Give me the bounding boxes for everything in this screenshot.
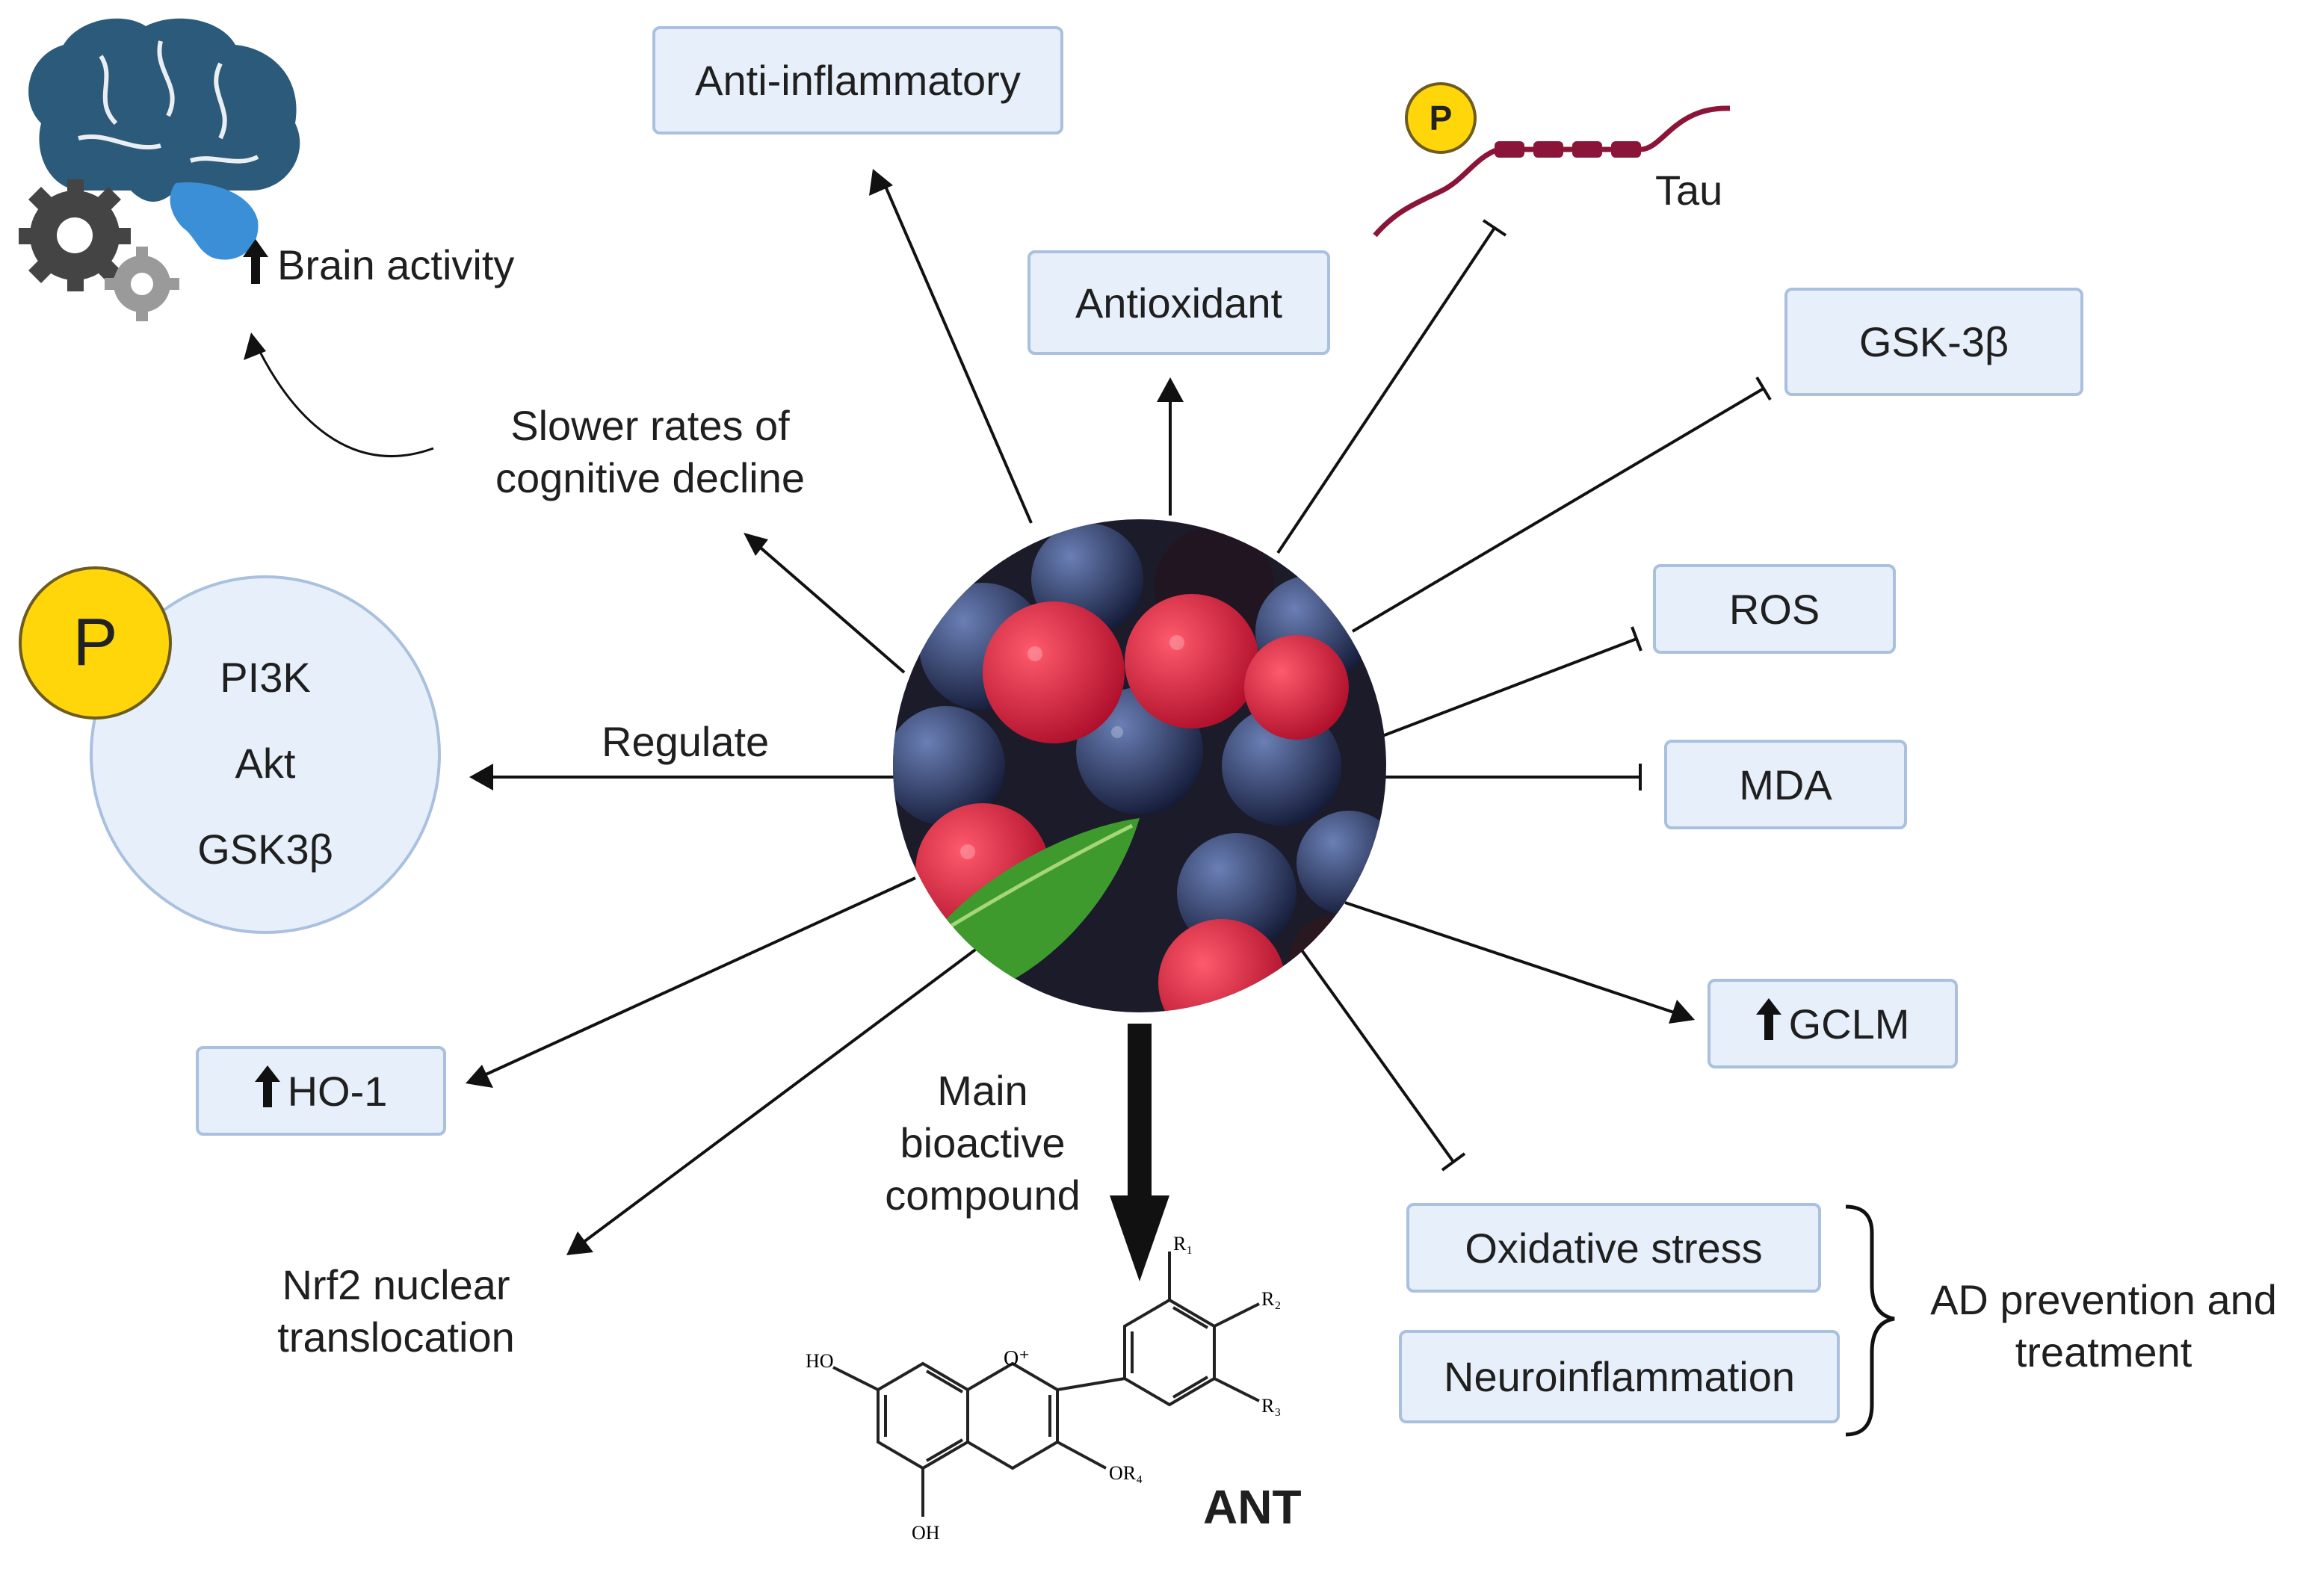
box-neuroinflammation: Neuroinflammation — [1399, 1330, 1840, 1423]
label-ad-prevention: AD prevention and treatment — [1913, 1274, 2294, 1379]
box-ho1: HO-1 — [196, 1046, 446, 1136]
pathway-gsk3b: GSK3β — [197, 826, 333, 873]
inhibit-gsk3b — [1351, 387, 1765, 633]
label-brain-activity: Brain activity — [243, 239, 514, 296]
main-arrow-shaft — [1128, 1024, 1152, 1203]
pathway-phospho-label: P — [72, 605, 118, 680]
tau-phospho-badge: P — [1405, 82, 1477, 154]
arrow-gclm — [1344, 901, 1686, 1018]
arrowhead-nrf2 — [566, 1231, 593, 1255]
box-gsk3b: GSK-3β — [1784, 288, 2083, 396]
label-ros: ROS — [1728, 585, 1820, 633]
curve-to-brain — [253, 339, 434, 457]
mol-or4: OR₄ — [1109, 1462, 1143, 1484]
ad-prevention-line-2: treatment — [2015, 1328, 2192, 1376]
inhibit-tau-bar — [1482, 219, 1507, 237]
label-oxidative-stress: Oxidative stress — [1465, 1224, 1763, 1272]
ad-brace — [1845, 1204, 1895, 1437]
slower-line-1: Slower rates of — [510, 402, 790, 449]
arrow-nrf2 — [572, 940, 988, 1251]
arrowhead-brain — [244, 332, 266, 360]
ho1-up-arrow-icon — [254, 1065, 280, 1117]
box-antioxidant: Antioxidant — [1027, 250, 1330, 355]
nrf2-line-1: Nrf2 nuclear — [282, 1261, 510, 1308]
label-gsk3b: GSK-3β — [1858, 318, 2009, 365]
mol-o-plus: O⁺ — [1004, 1347, 1030, 1370]
label-antioxidant: Antioxidant — [1075, 279, 1283, 327]
arrow-slower-decline — [750, 538, 906, 674]
arrow-anti-inflammatory — [880, 176, 1033, 524]
label-slower-decline: Slower rates of cognitive decline — [448, 400, 852, 504]
inhibit-gsk3b-bar — [1755, 376, 1772, 401]
box-oxidative-stress: Oxidative stress — [1406, 1203, 1821, 1293]
main-line-1: Main — [937, 1067, 1028, 1114]
label-ho1: HO-1 — [287, 1067, 388, 1115]
box-mda: MDA — [1664, 740, 1907, 829]
ad-prevention-line-1: AD prevention and — [1930, 1276, 2277, 1323]
tau-protein-icon — [1373, 105, 1730, 238]
label-anti-inflammatory: Anti-inflammatory — [695, 57, 1021, 104]
label-mda: MDA — [1739, 761, 1832, 808]
box-anti-inflammatory: Anti-inflammatory — [652, 26, 1063, 134]
mol-r3: R₃ — [1261, 1395, 1281, 1417]
up-arrow-icon — [1755, 997, 1781, 1050]
label-gclm: GCLM — [1788, 1000, 1910, 1048]
arrowhead-ho1 — [466, 1065, 493, 1088]
slower-line-2: cognitive decline — [495, 454, 806, 501]
main-line-3: compound — [885, 1172, 1081, 1219]
mol-r1: R₁ — [1173, 1233, 1193, 1254]
box-ros: ROS — [1653, 564, 1896, 654]
label-main-compound: Main bioactive compound — [859, 1065, 1106, 1222]
label-ant: ANT — [1203, 1480, 1302, 1534]
nrf2-line-2: translocation — [277, 1314, 515, 1361]
tau-phospho-label: P — [1429, 99, 1453, 137]
brain-activity-text: Brain activity — [277, 241, 515, 288]
label-nrf2: Nrf2 nuclear translocation — [232, 1259, 560, 1364]
inhibit-oxidative-bar — [1441, 1152, 1466, 1172]
label-tau: Tau — [1655, 167, 1723, 214]
label-neuroinflammation: Neuroinflammation — [1444, 1353, 1795, 1400]
brain-up-arrow-icon — [243, 239, 268, 296]
mol-ho: HO — [806, 1350, 834, 1372]
mol-oh: OH — [912, 1522, 940, 1544]
arrowhead-anti-inflammatory — [869, 169, 893, 196]
arrowhead-gclm — [1669, 1000, 1695, 1024]
anthocyanin-structure-icon: R₁ R₂ R₃ HO OH OR₄ O⁺ — [806, 1233, 1281, 1544]
label-regulate: Regulate — [602, 718, 770, 765]
pathway-akt: Akt — [235, 740, 296, 787]
berries-image — [893, 519, 1386, 1012]
brain-gears-icon — [19, 18, 300, 321]
box-gclm: GCLM — [1708, 979, 1958, 1068]
inhibit-oxidative — [1295, 941, 1455, 1163]
arrowhead-slower — [744, 533, 768, 556]
main-arrow-head — [1110, 1195, 1169, 1281]
main-line-2: bioactive — [900, 1119, 1066, 1166]
arrow-ho1 — [474, 876, 916, 1081]
inhibit-ros-bar — [1631, 626, 1642, 652]
inhibit-ros — [1382, 637, 1637, 737]
arrowhead-antioxidant — [1157, 377, 1184, 402]
arrowhead-regulate — [469, 764, 493, 790]
mol-r2: R₂ — [1261, 1288, 1281, 1310]
inhibit-tau — [1276, 226, 1496, 554]
pathway-pi3k: PI3K — [220, 654, 311, 701]
pathway-phospho-badge: P — [19, 566, 172, 720]
